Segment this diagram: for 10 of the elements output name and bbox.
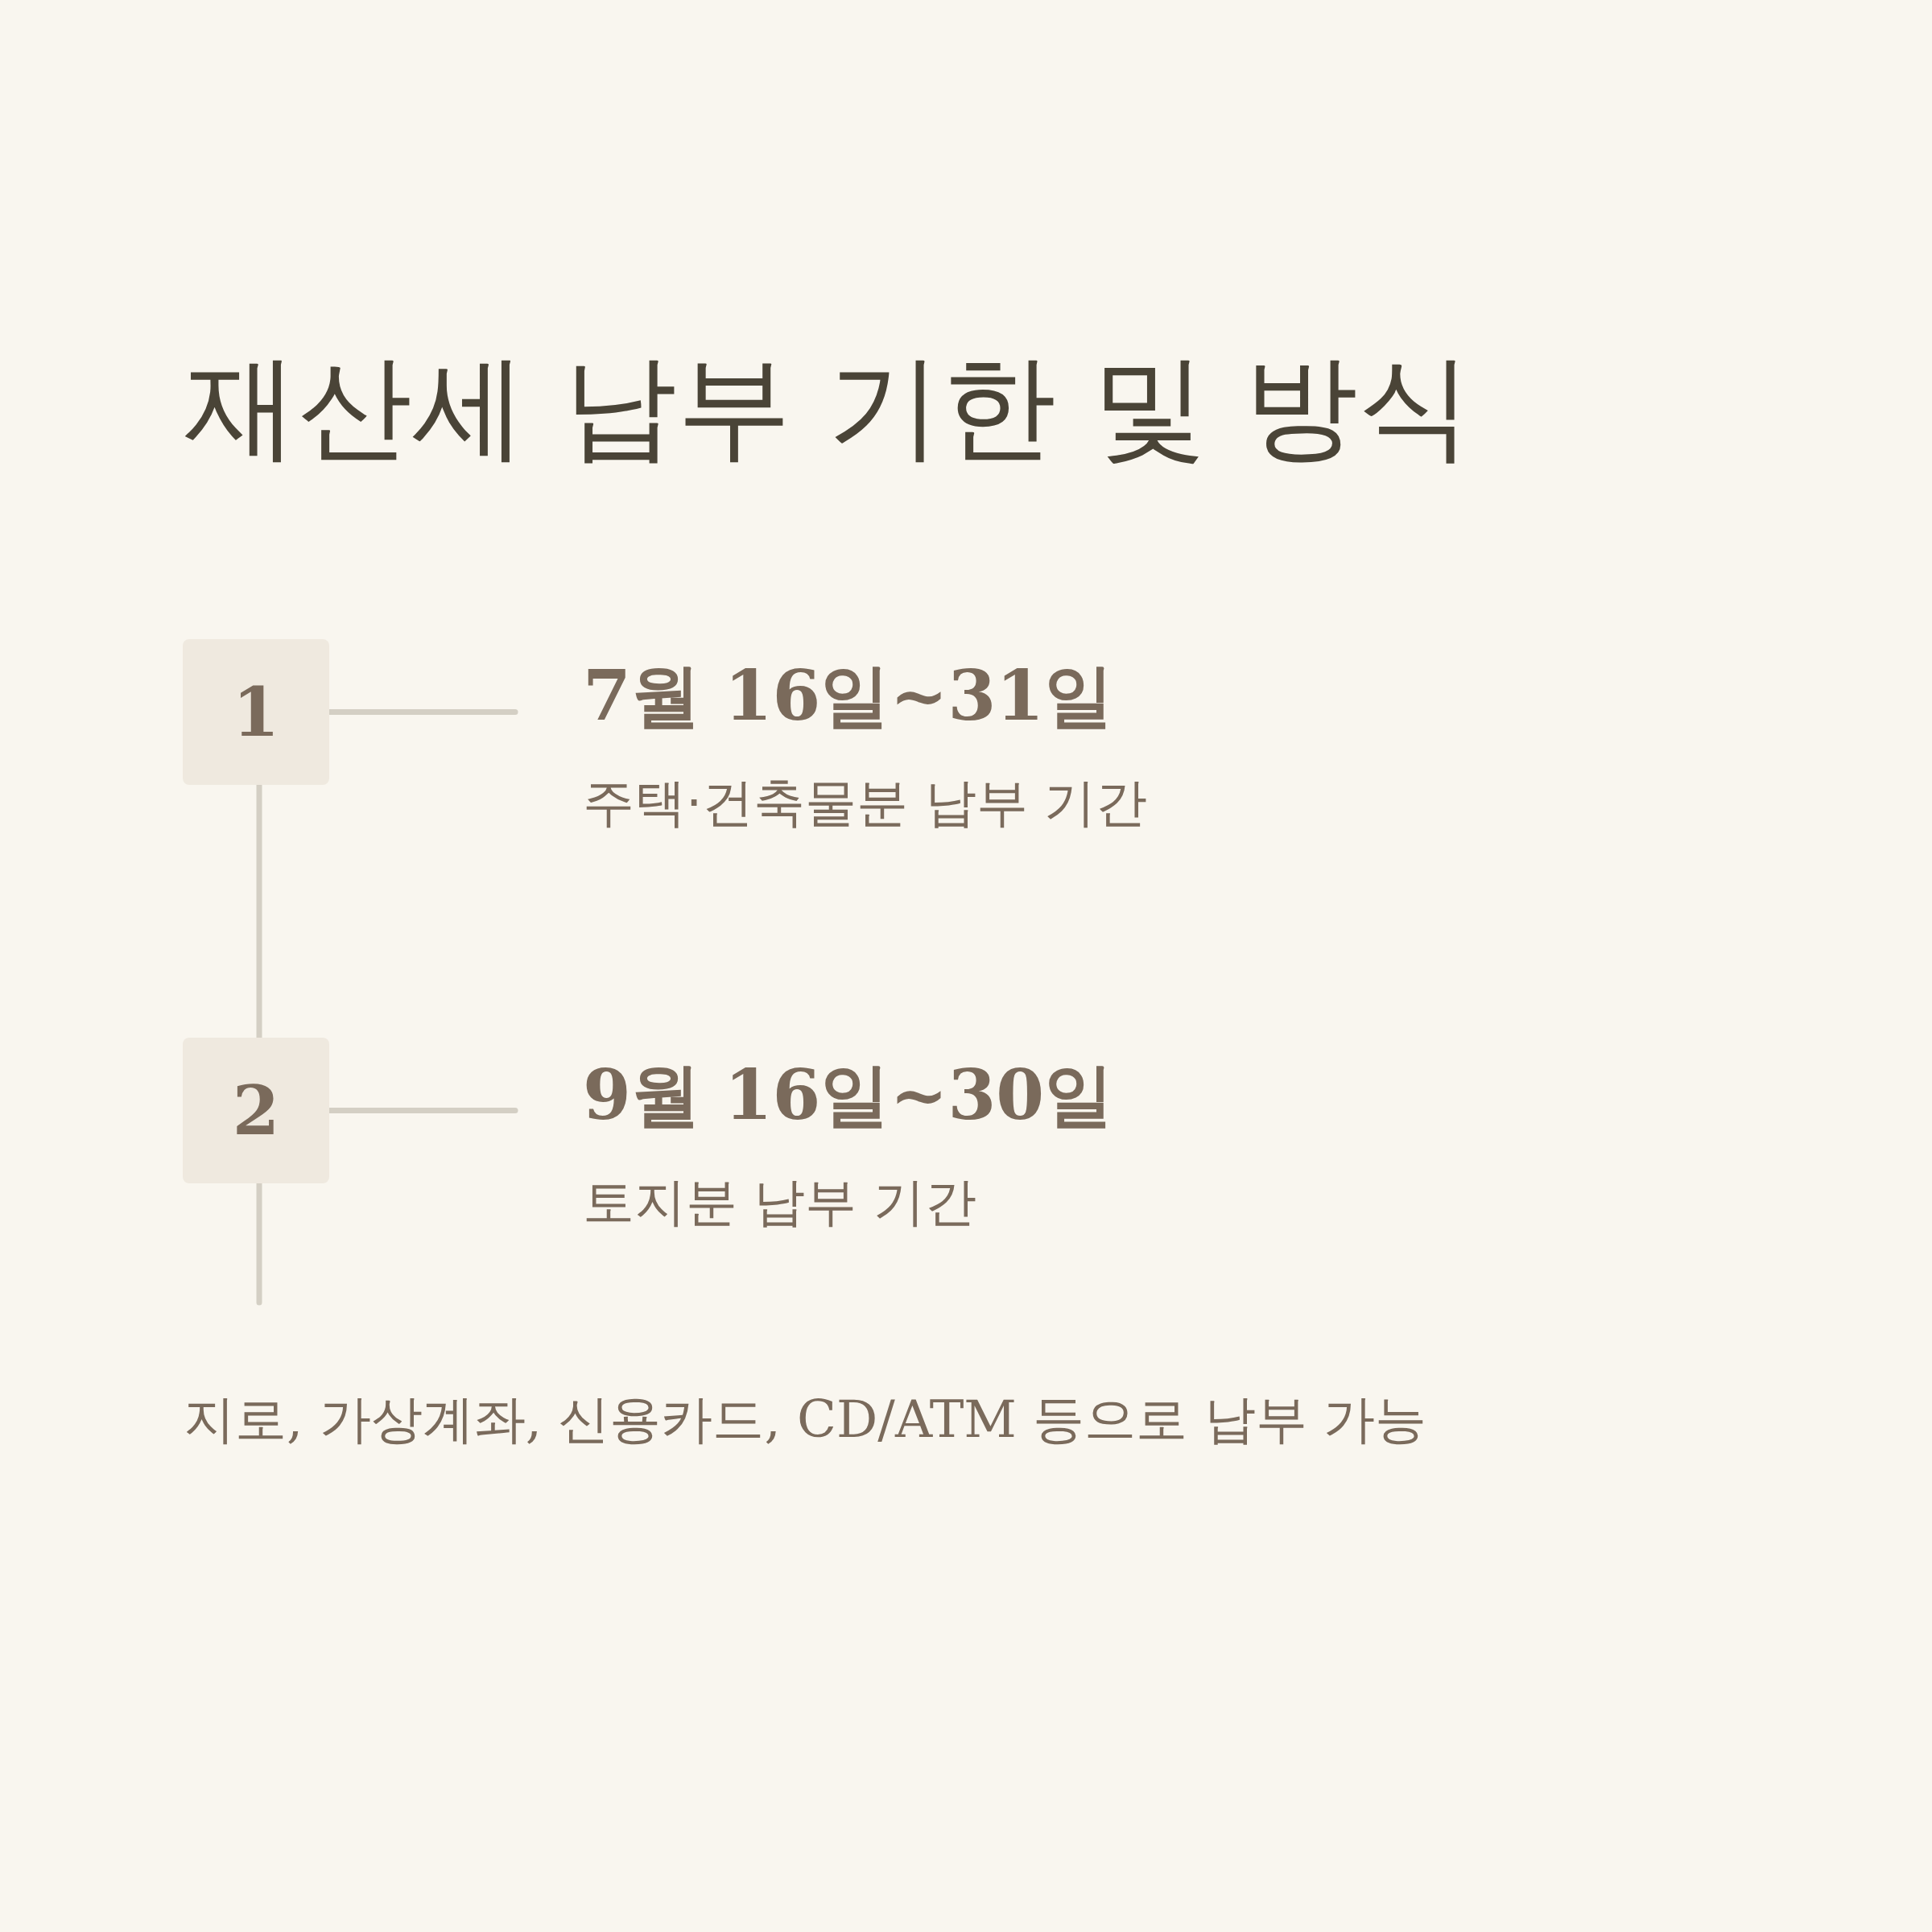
date-range: 7월 16일~31일 [583, 654, 1114, 737]
step-badge [183, 639, 329, 785]
step-badge [183, 1038, 329, 1183]
note: 지로, 가상계좌, 신용카드, CD/ATM 등으로 납부 가능 [184, 1389, 1427, 1451]
date-range: 9월 16일~30일 [583, 1053, 1114, 1137]
period-description: 토지분 납부 기간 [583, 1171, 976, 1233]
title: 재산세 납부 기한 및 방식 [184, 339, 1472, 474]
period-description: 주택·건축물분 납부 기간 [583, 772, 1148, 834]
step-number: 2 [232, 1076, 280, 1145]
step-number: 1 [232, 678, 280, 746]
